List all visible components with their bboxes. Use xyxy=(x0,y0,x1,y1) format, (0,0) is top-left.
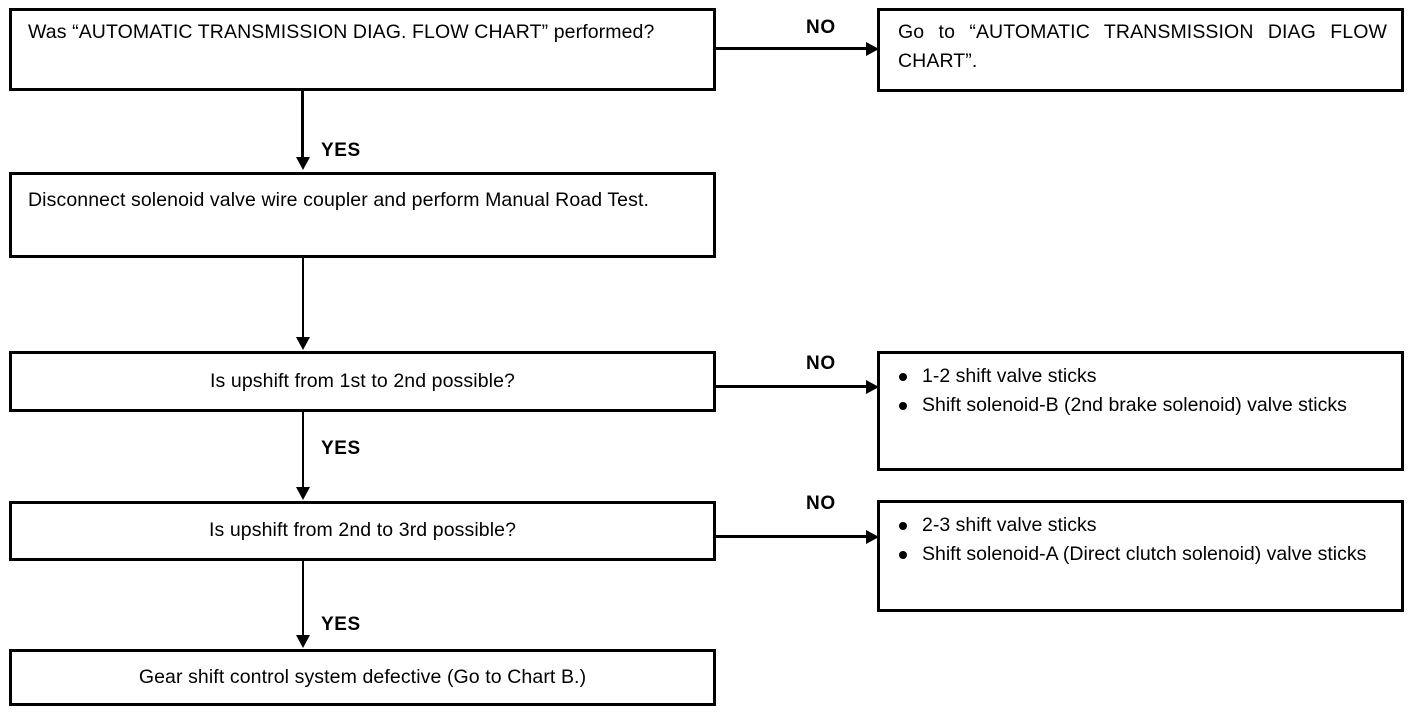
edge-label-no-2: NO xyxy=(806,353,836,374)
node-action-go-to-diag-flow-chart xyxy=(877,8,1404,92)
edge-q3-to-end-line xyxy=(302,561,304,637)
edge-label-yes-1: YES xyxy=(321,140,361,161)
edge-q3-to-r3-arrowhead xyxy=(866,530,879,544)
edge-q2-to-r2-arrowhead xyxy=(866,380,879,394)
node-question-upshift-1st-2nd xyxy=(9,351,716,412)
node-result-2-3-valve-sticks xyxy=(877,500,1404,612)
node-result-gear-shift-control-defective-label: Gear shift control system defective (Go … xyxy=(138,666,587,688)
list-item: 1-2 shift valve sticks xyxy=(895,362,1395,391)
edge-q1-to-a1-line xyxy=(716,47,873,50)
list-item: Shift solenoid-B (2nd brake solenoid) va… xyxy=(895,391,1395,420)
list-item: Shift solenoid-A (Direct clutch solenoid… xyxy=(895,540,1395,569)
edge-a2-to-q2-arrowhead xyxy=(296,337,310,350)
node-action-disconnect-solenoid-label: Disconnect solenoid valve wire coupler a… xyxy=(28,189,650,211)
node-action-disconnect-solenoid xyxy=(9,172,716,258)
edge-q1-to-a2-arrowhead xyxy=(296,157,310,170)
edge-q2-to-r2-line xyxy=(716,385,873,388)
node-result-gear-shift-control-defective xyxy=(9,649,716,706)
list-item: 2-3 shift valve sticks xyxy=(895,511,1395,540)
node-question-upshift-2nd-3rd-label: Is upshift from 2nd to 3rd possible? xyxy=(208,519,517,541)
edge-q1-to-a2-line xyxy=(301,91,304,159)
edge-label-yes-3: YES xyxy=(321,614,361,635)
edge-a2-to-q2-line xyxy=(302,258,304,338)
edge-q2-to-q3-arrowhead xyxy=(296,487,310,500)
edge-q3-to-end-arrowhead xyxy=(296,635,310,648)
edge-label-no-3: NO xyxy=(806,493,836,514)
node-question-upshift-1st-2nd-label: Is upshift from 1st to 2nd possible? xyxy=(210,370,515,392)
edge-label-no-1: NO xyxy=(806,17,836,38)
node-action-go-to-diag-flow-chart-label: Go to “AUTOMATIC TRANSMISSION DIAG FLOW … xyxy=(898,21,1387,72)
node-question-upshift-2nd-3rd xyxy=(9,501,716,561)
node-question-diag-flow-chart-performed-label: Was “AUTOMATIC TRANSMISSION DIAG. FLOW C… xyxy=(28,21,655,43)
edge-q3-to-r3-line xyxy=(716,535,873,538)
edge-q1-to-a1-arrowhead xyxy=(866,42,879,56)
node-result-1-2-valve-sticks-list: 1-2 shift valve sticks Shift solenoid-B … xyxy=(895,362,1395,420)
node-result-2-3-valve-sticks-list: 2-3 shift valve sticks Shift solenoid-A … xyxy=(895,511,1395,569)
edge-q2-to-q3-line xyxy=(302,412,304,488)
edge-label-yes-2: YES xyxy=(321,438,361,459)
node-result-1-2-valve-sticks xyxy=(877,351,1404,471)
node-question-diag-flow-chart-performed xyxy=(9,8,716,91)
